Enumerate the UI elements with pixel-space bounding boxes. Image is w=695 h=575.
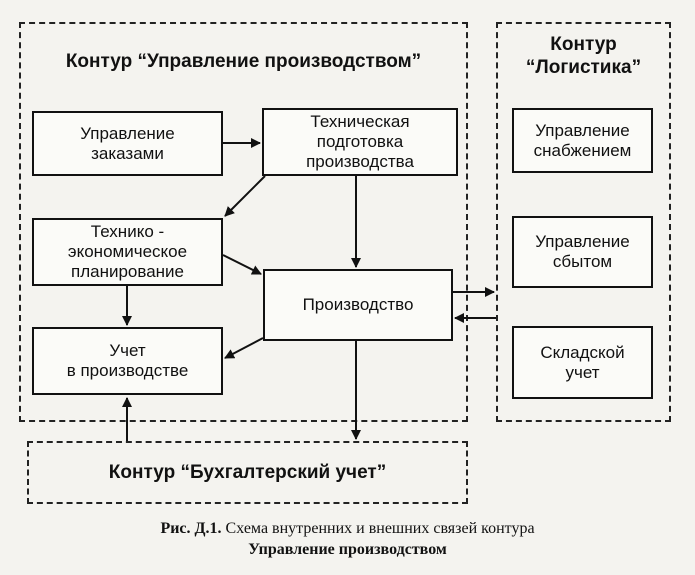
- planning-block: Технико - экономическое планирование: [32, 218, 223, 286]
- orders-management-block: Управление заказами: [32, 111, 223, 176]
- arrow-production-to-accounting: [224, 337, 264, 359]
- figure-subtitle-text: Управление производством: [248, 541, 447, 558]
- sales-management-block: Управление сбытом: [512, 216, 653, 288]
- logistics-contour-title: Контур “Логистика”: [525, 34, 642, 78]
- production-block: Производство: [263, 269, 453, 341]
- accounting-contour-title: Контур “Бухгалтерский учет”: [108, 462, 387, 483]
- figure-label: Рис. Д.1.: [160, 520, 222, 537]
- production-contour: [19, 22, 468, 422]
- tech-prep-block: Техническая подготовка производства: [262, 108, 458, 176]
- accounting-contour: [27, 441, 468, 504]
- figure-caption-text: Схема внутренних и внешних связей контур…: [221, 520, 535, 537]
- production-accounting-block: Учет в производстве: [32, 327, 223, 395]
- figure-subtitle: Управление производством: [0, 541, 695, 559]
- logistics-contour: [496, 22, 671, 422]
- warehouse-accounting-block: Складской учет: [512, 326, 653, 399]
- arrow-techprep-to-planning: [224, 175, 266, 217]
- production-contour-title: Контур “Управление производством”: [65, 51, 422, 72]
- supply-management-block: Управление снабжением: [512, 108, 653, 173]
- arrow-planning-to-production: [222, 254, 262, 275]
- figure-caption: Рис. Д.1. Схема внутренних и внешних свя…: [0, 520, 695, 538]
